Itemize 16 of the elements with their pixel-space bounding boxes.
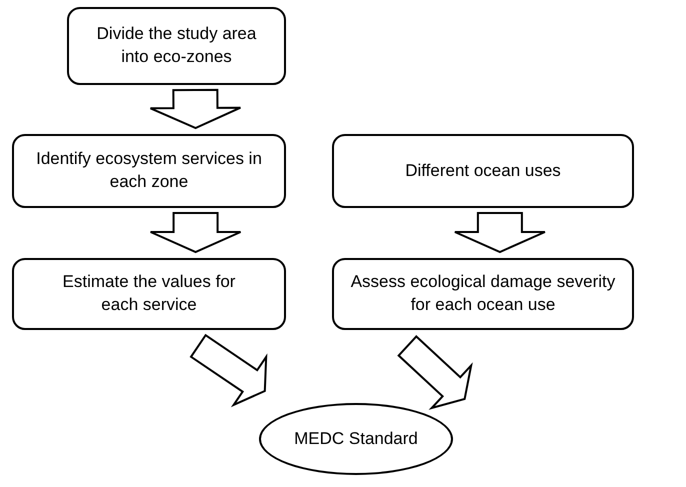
process-box (332, 258, 634, 330)
box-label: Divide the study area into eco-zones (96, 23, 258, 68)
box-label: Estimate the values for each service (62, 271, 236, 316)
block-arrow (150, 212, 242, 254)
process-box (332, 134, 634, 208)
process-box (12, 134, 286, 208)
box-label: Different ocean uses (405, 160, 561, 182)
box-label: Identify ecosystem services in each zone (35, 148, 263, 193)
block-arrow (149, 88, 242, 130)
process-box (12, 258, 286, 330)
block-arrow (454, 212, 546, 254)
box-label: MEDC Standard (294, 428, 418, 450)
process-box (67, 7, 286, 85)
block-arrow (397, 335, 473, 410)
block-arrow (190, 334, 268, 408)
box-label: Assess ecological damage severity for each ocean use (350, 271, 616, 316)
